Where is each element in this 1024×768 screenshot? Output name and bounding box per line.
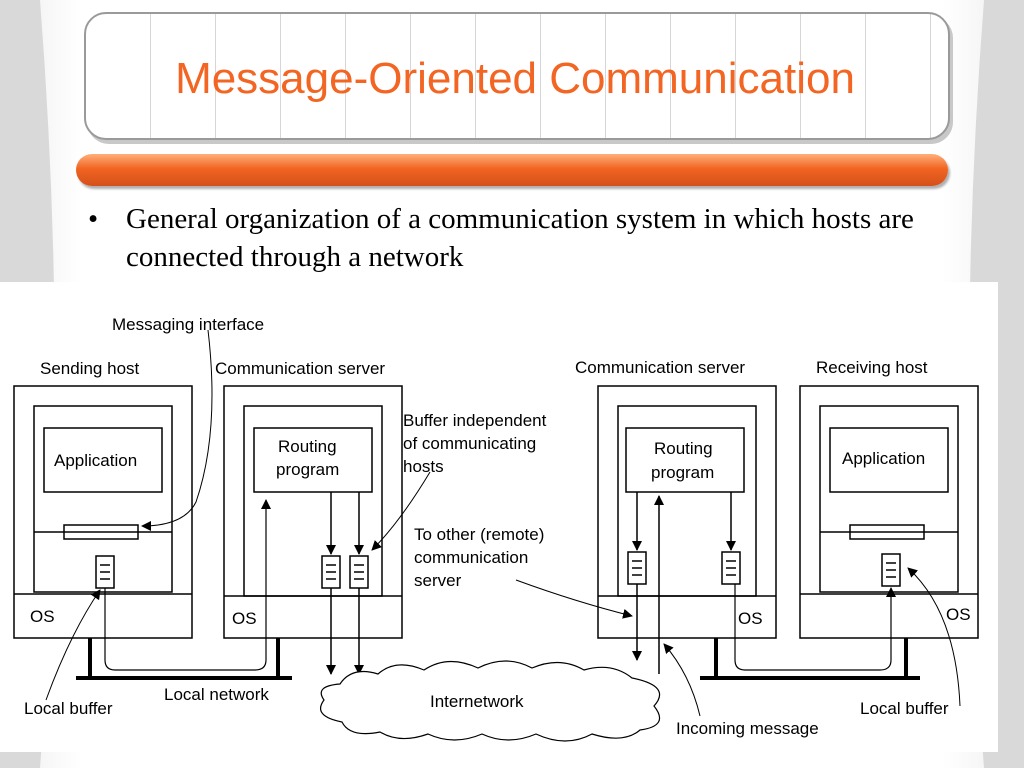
- bullet-text: General organization of a communication …: [126, 203, 914, 273]
- label-routing-left-2: program: [276, 460, 339, 479]
- label-receiving-host: Receiving host: [816, 358, 928, 377]
- label-comm-server-left: Communication server: [215, 359, 385, 378]
- label-buffer-independent-2: of communicating: [403, 434, 536, 453]
- application-box-right: [829, 427, 949, 493]
- label-application-left: Application: [54, 451, 137, 470]
- local-buffer-left-icon: [95, 555, 115, 589]
- label-os-server-right: OS: [738, 609, 763, 628]
- callout-to-other-server: [515, 579, 633, 619]
- server-buffer-right-b-icon: [721, 551, 741, 585]
- label-routing-left-1: Routing: [278, 437, 337, 456]
- label-comm-server-right: Communication server: [575, 358, 745, 377]
- receiving-host-inner: [819, 405, 959, 593]
- label-application-right: Application: [842, 449, 925, 468]
- routing-program-box-left: [253, 427, 373, 493]
- local-network-left: [76, 638, 292, 680]
- label-local-network: Local network: [164, 685, 269, 704]
- comm-server-left-box: [223, 385, 403, 639]
- label-sending-host: Sending host: [40, 359, 140, 378]
- callout-buffer-independent: [371, 471, 431, 551]
- sending-host-inner: [33, 405, 173, 593]
- label-routing-right-1: Routing: [654, 439, 713, 458]
- local-buffer-right-icon: [881, 553, 901, 587]
- application-box-left: [43, 427, 163, 493]
- label-buffer-independent-1: Buffer independent: [403, 411, 547, 430]
- label-local-buffer-right: Local buffer: [860, 699, 949, 718]
- comm-server-right-box: [597, 385, 777, 639]
- label-os-receiving: OS: [946, 605, 971, 624]
- server-buffer-right-a-icon: [627, 551, 647, 585]
- callout-messaging-interface: [141, 329, 213, 531]
- bullet-dot-icon: •: [88, 203, 99, 235]
- title-frame: [84, 12, 950, 140]
- messaging-interface-box-left: [63, 524, 139, 540]
- callout-local-buffer-left: [45, 589, 101, 701]
- label-to-other-3: server: [414, 571, 462, 590]
- communication-diagram: Messaging interface Sending host Communi…: [13, 315, 979, 742]
- label-routing-right-2: program: [651, 463, 714, 482]
- local-network-right: [700, 638, 920, 680]
- label-incoming-message: Incoming message: [676, 719, 819, 738]
- label-to-other-1: To other (remote): [414, 525, 544, 544]
- label-to-other-2: communication: [414, 548, 528, 567]
- diagram-figure: Messaging interface Sending host Communi…: [0, 282, 998, 752]
- server-buffer-left-b-icon: [349, 555, 369, 589]
- server-buffer-left-a-icon: [321, 555, 341, 589]
- label-os-server-left: OS: [232, 609, 257, 628]
- message-path-sending: [104, 499, 271, 671]
- slide-title: Message-Oriented Communication: [175, 54, 855, 103]
- routing-program-box-right: [625, 427, 745, 493]
- messaging-interface-box-right: [849, 524, 925, 540]
- comm-server-left-inner: [243, 405, 383, 597]
- callout-local-buffer-right: [907, 567, 961, 707]
- receiving-host-box: [799, 385, 979, 639]
- message-path-receiving: [734, 584, 896, 671]
- callout-incoming-message: [663, 643, 701, 717]
- accent-bar: [76, 154, 948, 186]
- label-internetwork: Internetwork: [430, 692, 524, 711]
- label-buffer-independent-3: hosts: [403, 457, 444, 476]
- label-local-buffer-left: Local buffer: [24, 699, 113, 718]
- label-os-sending: OS: [30, 607, 55, 626]
- sending-host-box: [13, 385, 193, 639]
- internetwork-cloud: [320, 660, 661, 742]
- label-messaging-interface: Messaging interface: [112, 315, 264, 334]
